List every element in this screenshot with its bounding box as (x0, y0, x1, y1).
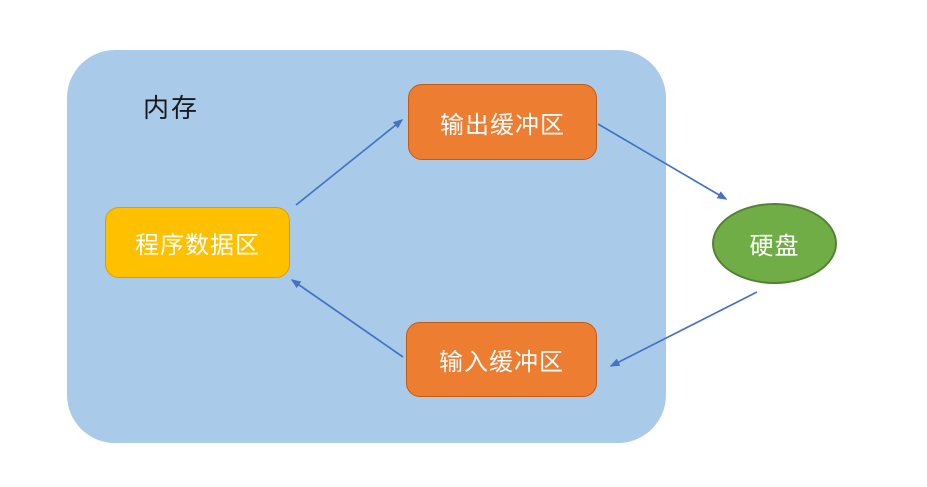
node-output-buffer-label: 输出缓冲区 (440, 111, 565, 139)
node-hard-disk-label: 硬盘 (749, 233, 800, 260)
node-hard-disk: 硬盘 (712, 203, 837, 284)
node-program-data-area: 程序数据区 (105, 207, 290, 278)
memory-label: 内存 (143, 93, 200, 123)
node-output-buffer: 输出缓冲区 (408, 84, 597, 160)
node-input-buffer-label: 输入缓冲区 (439, 349, 564, 376)
node-program-data-area-label: 程序数据区 (135, 232, 260, 259)
node-input-buffer: 输入缓冲区 (406, 322, 597, 397)
